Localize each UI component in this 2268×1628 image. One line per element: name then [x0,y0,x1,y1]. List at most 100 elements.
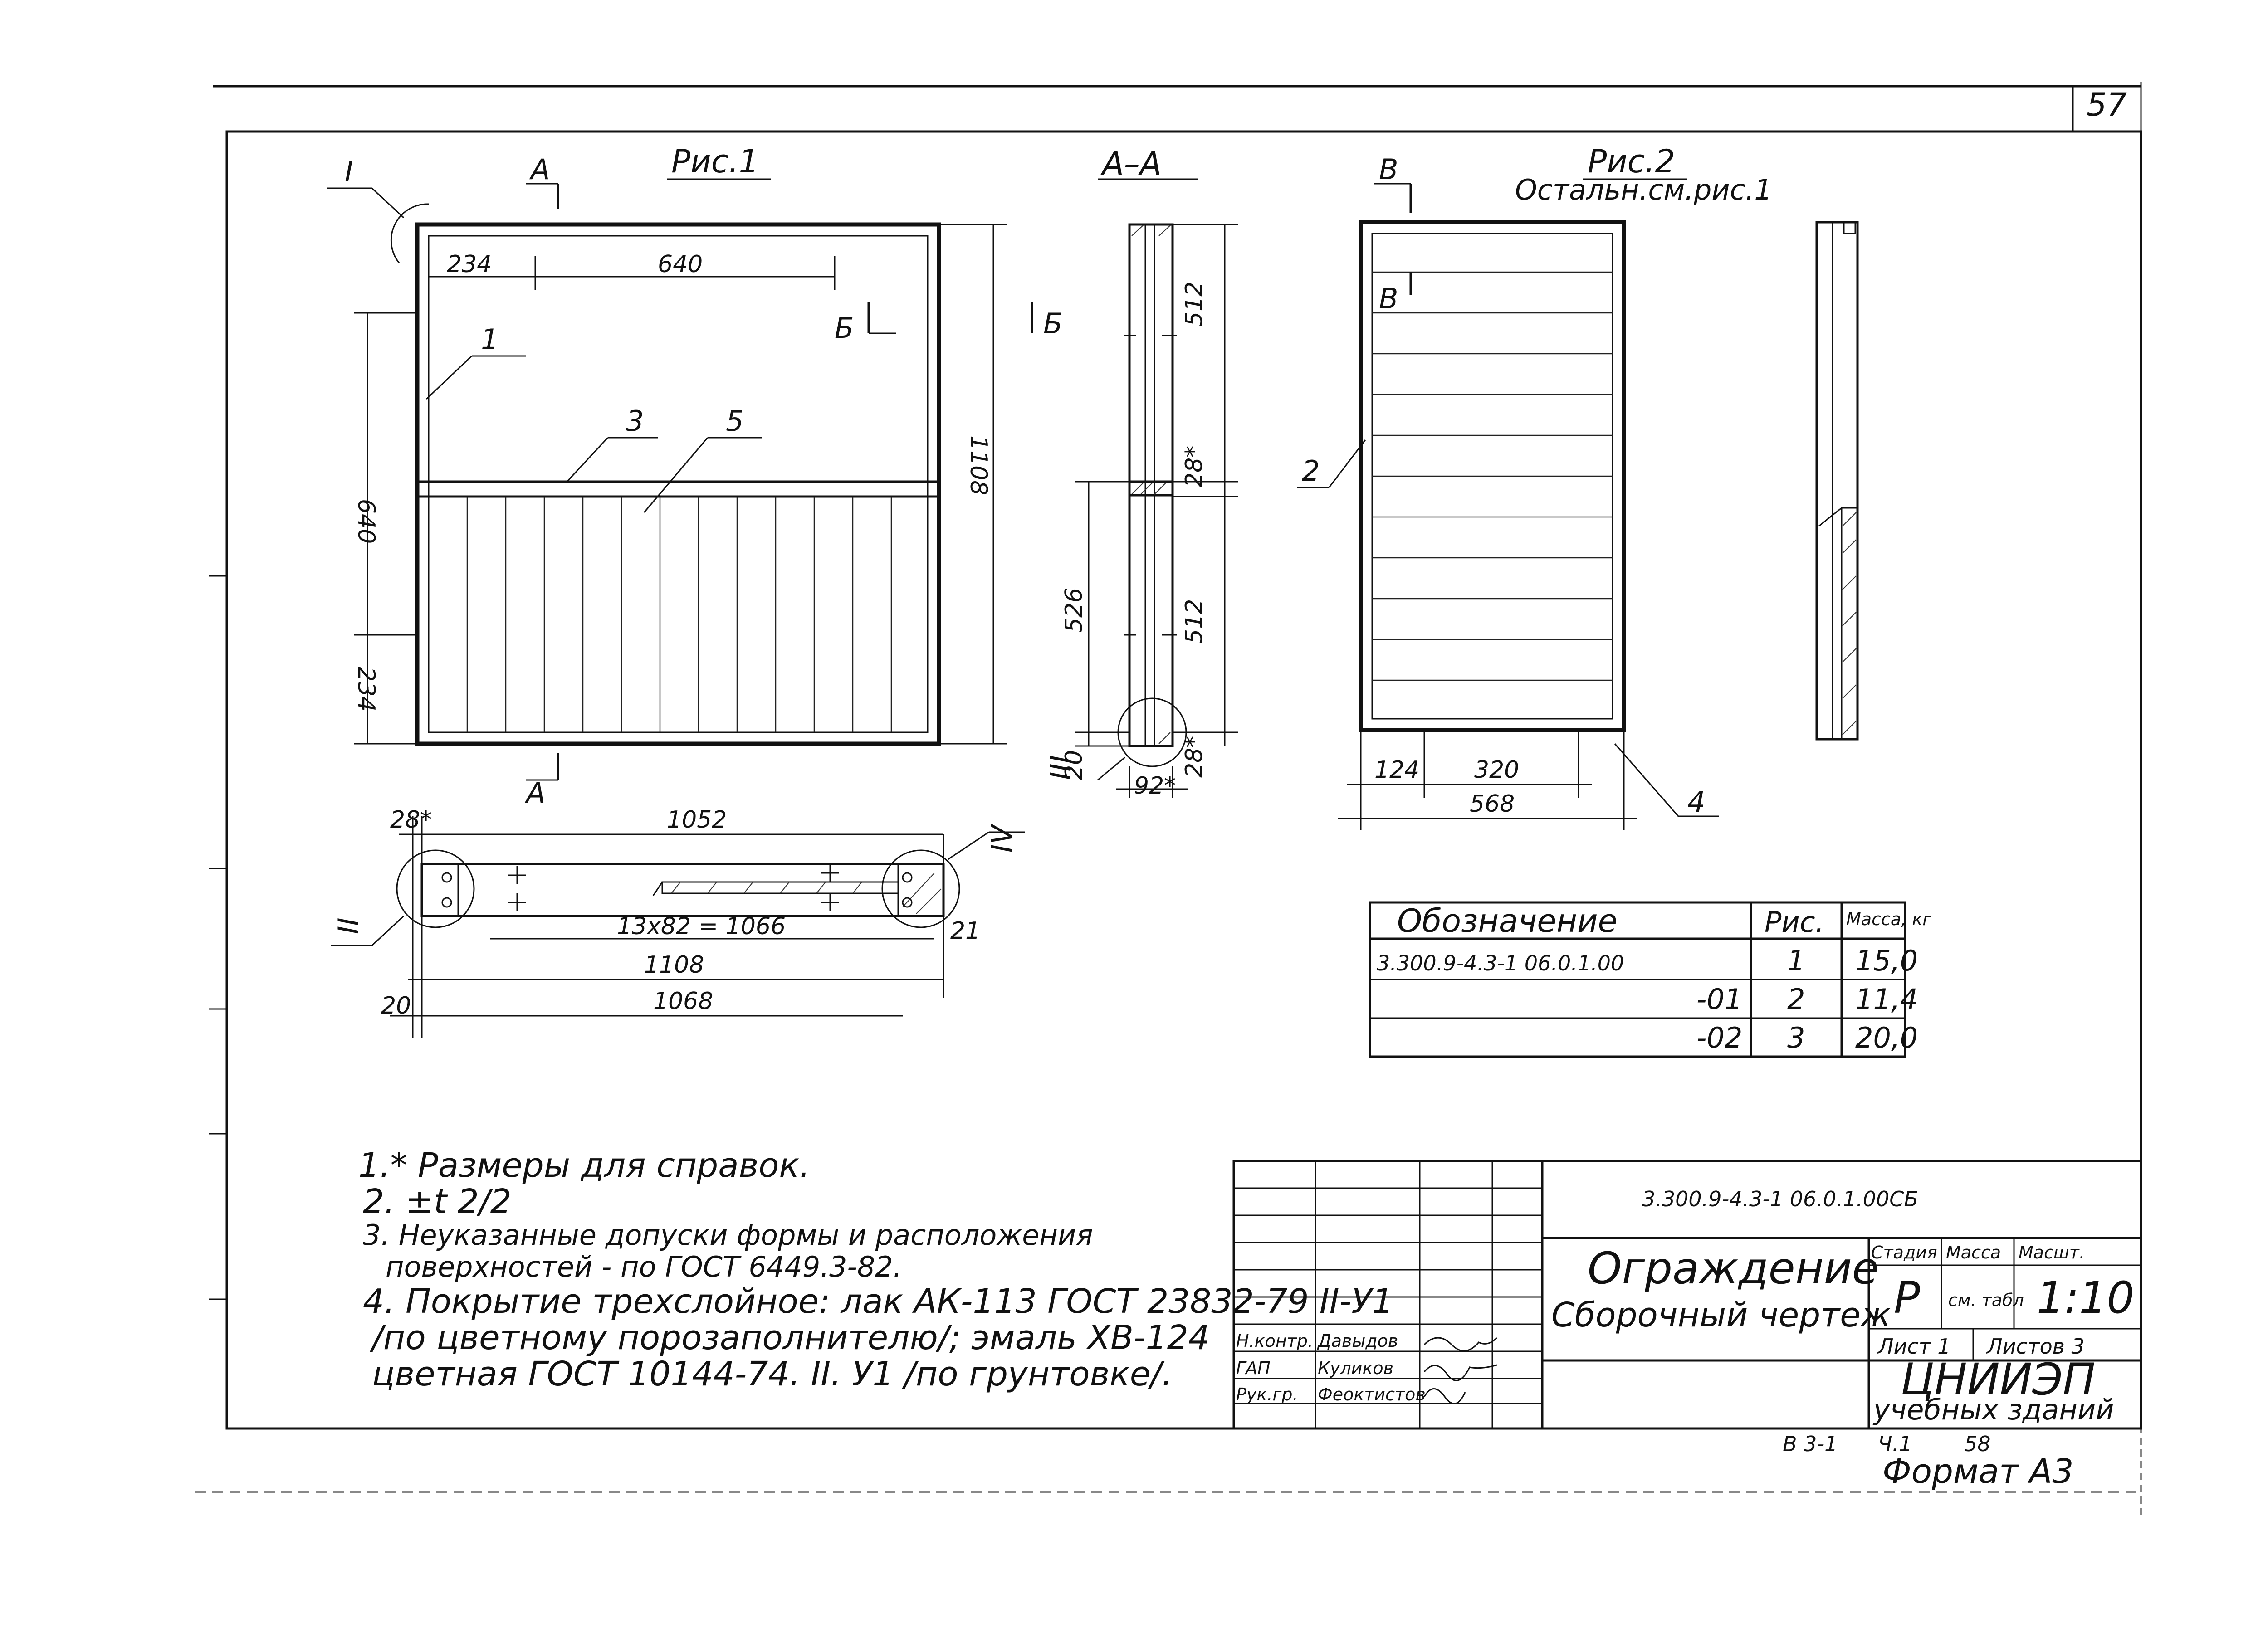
tb-sheets: Листов 3 [1986,1334,2085,1359]
section-aa-title: А–А [1100,145,1162,182]
tb-org-line1: ЦНИИЭП [1901,1354,2096,1405]
fig2-dim-320: 320 [1474,756,1519,784]
tb-sheet: Лист 1 [1877,1334,1950,1359]
plan-marker-IV: IV [985,823,1018,853]
plan-dim-28: 28* [390,806,432,833]
section-aa-crossbar [1128,480,1174,497]
fig2-callout-4: 4 [1687,785,1705,819]
fig1-panel-inner [428,235,929,733]
plan-detail-IV-circle [881,849,960,928]
spec-row1-mass: 15,0 [1855,944,1918,977]
section-aa-dim-512-top: 512 [1181,282,1208,327]
fig1-dim-top-234: 234 [447,251,492,278]
section-aa-dim-20: 20 [1061,750,1088,780]
spec-row1-designation: 3.300.9-4.3-1 06.0.1.00 [1377,951,1624,975]
note-3b: поверхностей - по ГОСТ 6449.3-82. [386,1250,902,1283]
plan-dim-1052: 1052 [667,806,727,833]
fig1-dim-right-1108: 1108 [965,435,992,495]
stamp-ch1: Ч.1 [1878,1432,1912,1456]
plan-marker-II: II [332,917,365,934]
fig1-dim-top-640: 640 [658,251,703,278]
tb-role-3: Рук.гр. [1236,1384,1298,1404]
side-section-outline [1815,221,1859,741]
note-4c: цветная ГОСТ 10144-74. II. У1 /по грунто… [372,1355,1173,1394]
fig1-mark-A-bottom: А [524,776,545,809]
fig2-view: Рис.2 Остальн.см.рис.1 В В 2 4 [1297,143,1772,830]
spec-row3-fig: 3 [1787,1021,1805,1054]
section-aa-ticks [1124,335,1177,636]
note-2: 2. ±t 2/2 [363,1182,512,1221]
spec-row2-designation: -01 [1696,983,1742,1016]
spec-row2-mass: 11,4 [1855,983,1918,1016]
spec-header-mass: Масса, кг [1846,909,1932,929]
leader [371,187,405,219]
plan-dim-21: 21 [950,917,980,945]
section-aa-profile [1128,223,1174,747]
fig2-mark-B-top: В [1379,153,1398,186]
tb-name-line1: Ограждение [1588,1243,1879,1294]
section-aa-dim-526: 526 [1061,588,1088,633]
spec-row1-fig: 1 [1787,944,1805,977]
note-4b: /по цветному порозаполнителю/; эмаль ХВ-… [369,1318,1210,1357]
fig1-title: Рис.1 [671,143,759,180]
fig2-callout-2: 2 [1302,454,1320,487]
plan-screws [441,864,913,911]
plan-board [661,881,899,894]
spec-row3-mass: 20,0 [1855,1021,1918,1054]
fig1-detail-circle-I [390,203,429,263]
leader [1328,439,1366,488]
section-aa-detail-III [1117,697,1187,767]
tb-org-line2: учебных зданий [1872,1393,2114,1426]
tb-scale-label: Масшт. [2019,1243,2085,1262]
leader [1097,756,1125,781]
spec-row2-fig: 2 [1787,983,1805,1016]
plan-hatch [671,872,942,914]
title-block-border [1232,1160,2142,1430]
fig1-mark-B-left: Б [835,312,854,345]
section-aa-dim-512-bottom: 512 [1181,599,1208,644]
fig2-dim-568: 568 [1470,790,1515,818]
fig2-mark-B-bottom: В [1379,282,1398,315]
side-section-hatch [1842,512,1857,735]
stamp-58: 58 [1964,1432,1991,1456]
fig1-callout-3: 3 [626,405,644,438]
fig2-side-section [1815,221,1859,741]
spec-table: Обозначение Рис. Масса, кг 3.300.9-4.3-1… [1369,901,1932,1058]
sheet-format: Формат А3 [1882,1452,2073,1491]
leader [1614,743,1679,817]
tb-name-3: Феоктистов [1318,1384,1426,1404]
section-aa-dim-92: 92* [1134,772,1176,799]
signature-2 [1423,1364,1497,1381]
tb-scale: 1:10 [2037,1272,2135,1323]
fig1-panel-outline [415,222,941,746]
signature-1 [1423,1337,1498,1352]
leader [566,437,609,483]
fig2-horizontal-boards [1372,271,1613,681]
note-4: 4. Покрытие трехслойное: лак АК-113 ГОСТ… [363,1282,1393,1321]
tb-mass-label: Масса [1946,1243,2001,1262]
fig1-callout-5: 5 [726,405,743,438]
title-block: Н.контр. Давыдов ГАП Куликов Рук.гр. Фео… [1232,1160,2142,1430]
tb-stage-label: Стадия [1871,1243,1937,1262]
plan-detail-II-circle [396,849,475,928]
fig1-dim-left-640: 640 [352,499,380,544]
section-aa-dim-28b: 28* [1181,736,1208,778]
spec-header-fig: Рис. [1765,906,1824,939]
leader [371,915,405,946]
fig1-front-view: Рис.1 I А А [327,143,1063,809]
side-section-cap [1843,221,1856,234]
plan-view: II IV 28* 1052 13x82 = 1066 21 1108 20 1… [331,806,1025,1038]
note-1: 1.* Размеры для справок. [358,1146,810,1185]
section-aa-dim-28: 28* [1181,446,1208,487]
fig2-subtitle: Остальн.см.рис.1 [1515,173,1772,206]
tb-code: 3.300.9-4.3-1 06.0.1.00СБ [1642,1187,1918,1211]
fig1-callout-1: 1 [481,323,499,356]
note-3: 3. Неуказанные допуски формы и расположе… [363,1219,1093,1252]
fig2-panel-outline [1359,220,1626,732]
tb-name-line2: Сборочный чертеж [1551,1296,1891,1335]
plan-dim-13x82: 13x82 = 1066 [617,913,786,940]
section-aa-hatch [1131,225,1171,744]
section-aa-view: А–А 512 28* 512 28* [1044,145,1238,799]
fig1-vertical-boards [466,497,892,732]
